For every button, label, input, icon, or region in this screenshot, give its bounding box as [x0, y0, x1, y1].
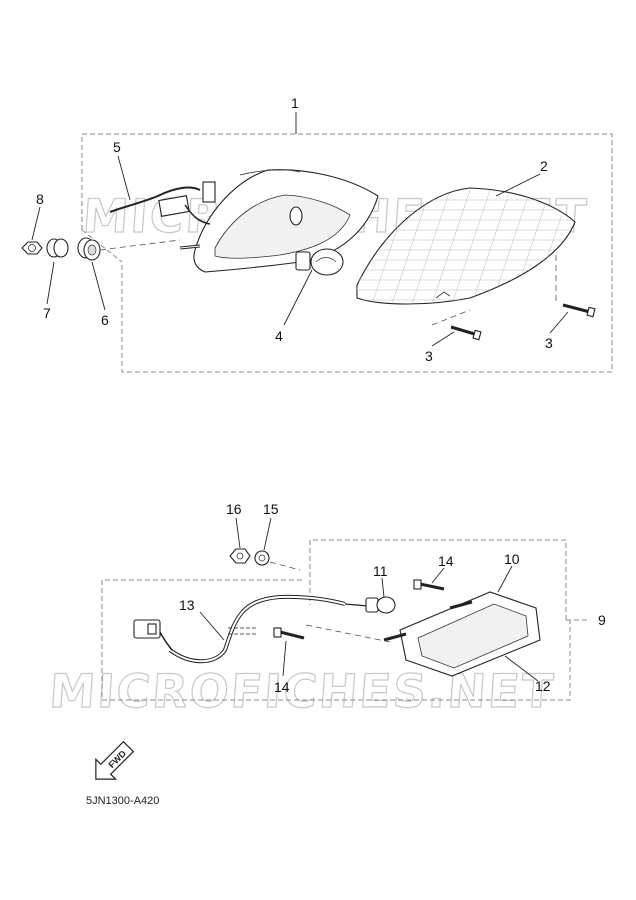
callout-2: 2 — [540, 158, 548, 174]
tail-light-assembly: 1 2 3 3 4 5 6 7 8 — [21, 95, 613, 373]
screw-3-left — [450, 325, 482, 341]
callout-11: 11 — [373, 563, 388, 579]
fwd-arrow-icon: FWD — [95, 740, 135, 780]
screw-14-bottom — [273, 627, 305, 640]
tail-light-bulb — [295, 248, 344, 276]
tail-light-lens — [356, 187, 576, 305]
washer-15 — [254, 550, 270, 566]
callout-7: 7 — [43, 305, 51, 321]
callout-1: 1 — [291, 95, 299, 111]
tail-light-housing — [179, 169, 379, 273]
nut-8 — [21, 241, 43, 255]
callout-4: 4 — [275, 328, 283, 344]
callout-6: 6 — [101, 312, 109, 328]
nut-16 — [229, 548, 251, 564]
callout-13: 13 — [179, 597, 195, 613]
license-bulb — [365, 596, 396, 614]
tail-light-wire-harness — [109, 181, 216, 225]
callout-14-top: 14 — [438, 553, 454, 569]
callout-10: 10 — [504, 551, 520, 567]
tail-light-group-outline — [81, 133, 613, 373]
callout-12: 12 — [535, 678, 551, 694]
callout-3-right: 3 — [545, 335, 553, 351]
screw-3-right — [562, 303, 596, 318]
license-light-assembly: 9 10 11 12 13 14 14 15 16 — [101, 501, 606, 701]
collar-7 — [46, 238, 69, 258]
callout-3-left: 3 — [425, 348, 433, 364]
cable-13 — [133, 594, 369, 664]
license-light-housing — [383, 591, 541, 677]
diagram-code: 5JN1300-A420 — [86, 795, 159, 807]
screw-14-top — [413, 579, 445, 591]
callout-9: 9 — [598, 612, 606, 628]
grommet-6 — [77, 237, 101, 261]
callout-5: 5 — [113, 139, 121, 155]
watermark-bottom: MICROFICHES.NET — [48, 664, 557, 718]
callout-14-bottom: 14 — [274, 679, 290, 695]
callout-16: 16 — [226, 501, 242, 517]
callout-8: 8 — [36, 191, 44, 207]
callout-15: 15 — [263, 501, 279, 517]
